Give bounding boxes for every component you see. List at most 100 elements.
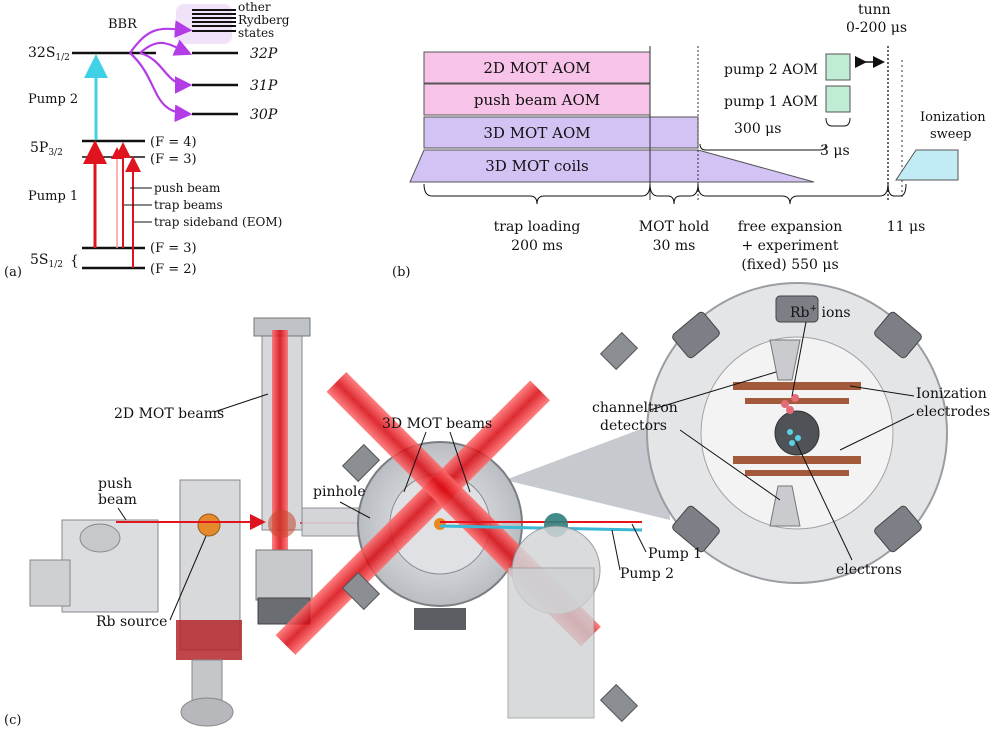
- push-beam-label-leader: [117, 507, 127, 521]
- pump-column: [507, 567, 595, 719]
- phase-loading-1: trap loading: [494, 219, 581, 235]
- ionization-electrodes-leader-1: [849, 385, 915, 397]
- mot2d-beams-label: 2D MOT beams: [114, 406, 224, 422]
- mot3d-center: [434, 518, 446, 530]
- valve-side: [29, 559, 71, 607]
- level-30p-label: 30P: [250, 107, 278, 123]
- level-5s-label: 5S1/2: [30, 252, 63, 270]
- bar-push-beam-aom: [423, 83, 651, 116]
- brace-loading: [423, 183, 651, 205]
- bar-push-label: push beam AOM: [474, 91, 600, 109]
- other-rydberg-label-1: other: [238, 0, 271, 14]
- detail-bore: [774, 410, 820, 456]
- phase-hold-2: 30 ms: [653, 238, 696, 254]
- bar-3d-label: 3D MOT AOM: [483, 124, 590, 142]
- ionization-label-2: sweep: [930, 127, 972, 142]
- phase-free-1: free expansion: [738, 219, 843, 235]
- pump1-label: Pump 1: [28, 189, 78, 204]
- mot3d-beam-caps: [341, 331, 639, 723]
- ionization-electrodes-label-2: electrodes: [916, 404, 990, 420]
- ionization-electrodes-label-1: Ionization: [916, 386, 987, 402]
- mot3d-beams-label: 3D MOT beams: [382, 416, 492, 432]
- bar-2d-mot-aom: [423, 51, 651, 84]
- pump2-aom-box: [825, 53, 851, 81]
- phase-free-2: + experiment: [742, 238, 839, 254]
- pump2-beam: [439, 524, 643, 532]
- phase-free-3: (fixed) 550 μs: [741, 257, 838, 273]
- pump1-aom-box: [825, 85, 851, 113]
- electrons-leader: [795, 441, 853, 561]
- detail-projection: [505, 420, 670, 520]
- panel-b-label: (b): [392, 265, 410, 280]
- pinhole-label: pinhole: [313, 484, 366, 500]
- mot2d-center: [268, 510, 296, 538]
- channeltron-leader-1: [649, 371, 777, 411]
- rb-source-label: Rb source: [96, 614, 167, 630]
- electrode-bottom: [733, 456, 861, 464]
- rb-ions-label: Rb+ ions: [790, 304, 851, 321]
- pump2-aom-label: pump 2 AOM: [724, 62, 818, 78]
- f2-label: (F = 2): [150, 262, 197, 277]
- electrode-top: [733, 382, 861, 390]
- level-5p-label: 5P3/2: [30, 140, 63, 158]
- t300-label: 300 μs: [734, 121, 781, 137]
- bar-2d-label: 2D MOT AOM: [483, 59, 590, 77]
- channeltron-label-1: channeltron: [592, 400, 678, 416]
- level-32s-label: 32S1/2: [28, 45, 70, 63]
- f3-upper-label: (F = 3): [150, 152, 197, 167]
- tunn-range: 0-200 μs: [846, 20, 907, 36]
- rb-ions-leader: [791, 321, 807, 397]
- pump2-label: Pump 2: [28, 92, 78, 107]
- trap-beams-label: trap beams: [154, 198, 223, 212]
- brace-5s: {: [70, 253, 79, 269]
- other-rydberg-label-3: states: [238, 26, 274, 40]
- source-red-base: [176, 620, 242, 660]
- push-beam-label-2: beam: [98, 492, 137, 508]
- brace-free: [697, 183, 889, 205]
- channeltron-top: [769, 339, 801, 381]
- brace-hold: [649, 183, 699, 205]
- bbr-transitions: [129, 20, 193, 123]
- ionization-electrodes-leader-2: [839, 413, 915, 451]
- channeltron-leader-2: [679, 429, 781, 501]
- pump2-label-c: Pump 2: [620, 566, 674, 582]
- rb-source-ball: [197, 513, 221, 537]
- f3-lower-label: (F = 3): [150, 241, 197, 256]
- panel-b: 2D MOT AOM push beam AOM 3D MOT AOM 3D M…: [392, 2, 986, 280]
- mot3d-nameplate: [414, 608, 466, 630]
- bar-3d-mot-coils: [409, 149, 815, 183]
- ionization-label-1: Ionization: [920, 110, 986, 125]
- brace-300: [699, 143, 827, 151]
- valve-top: [79, 523, 121, 553]
- brace-3: [825, 117, 851, 127]
- panel-c-label: (c): [4, 713, 21, 728]
- mot3d-beams-leader-2: [449, 431, 471, 493]
- rydberg-state-lines: [192, 9, 236, 32]
- pinhole-leader: [339, 501, 371, 519]
- electrode-bottom-2: [745, 470, 849, 476]
- panel-a-label: (a): [4, 265, 22, 280]
- bar-3d-mot-aom: [423, 116, 699, 149]
- rb-source-leader: [169, 535, 207, 621]
- brace-11: [887, 183, 907, 197]
- pump1-leader: [631, 523, 647, 553]
- mot2d-bottom-block: [255, 549, 313, 601]
- panel-a: other Rydberg states BBR 32S1/2 32P 31P …: [4, 0, 290, 280]
- channeltron-label-2: detectors: [600, 418, 667, 434]
- bar-coils-label: 3D MOT coils: [485, 157, 589, 175]
- electrons-label: electrons: [836, 562, 902, 578]
- ionization-sweep-box: [895, 149, 959, 181]
- pump1-aom-label: pump 1 AOM: [724, 94, 818, 110]
- pump2-leader: [611, 529, 621, 571]
- mot3d-beams-leader-1: [403, 431, 427, 493]
- level-32p-label: 32P: [250, 46, 278, 62]
- tunn-label: tunn: [858, 2, 891, 18]
- phase-hold-1: MOT hold: [639, 219, 710, 235]
- push-beam-label-1: push: [98, 476, 132, 492]
- panel-c: 2D MOT beams 3D MOT beams push beam pinh…: [4, 282, 990, 728]
- mot2d-beams-leader: [213, 393, 269, 413]
- detail-flanges: [672, 295, 922, 553]
- f4-label: (F = 4): [150, 135, 197, 150]
- rb-ion-dots: [781, 394, 799, 414]
